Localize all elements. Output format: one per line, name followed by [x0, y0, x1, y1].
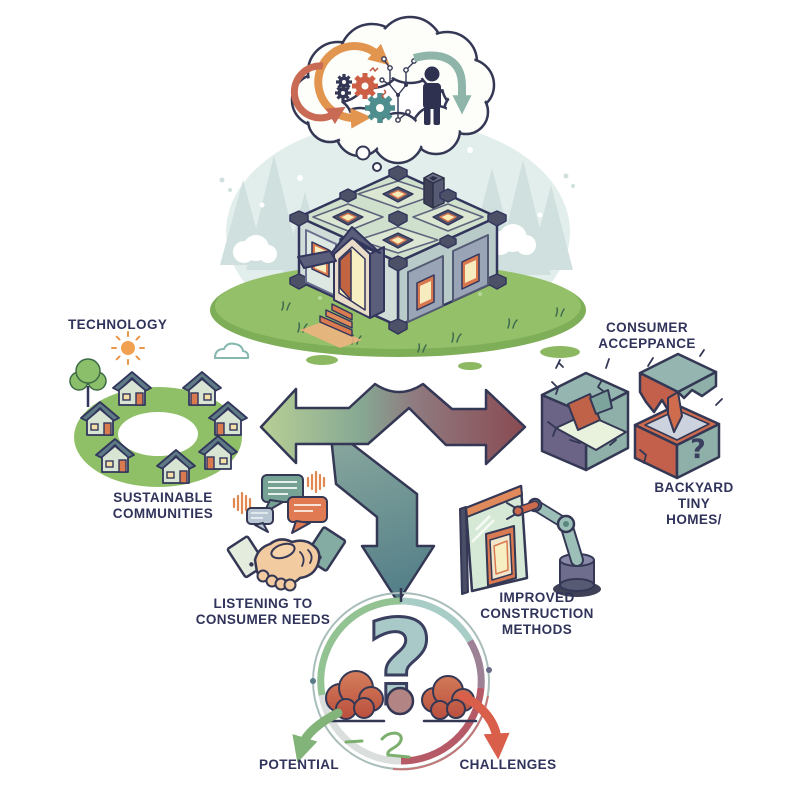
cloud-icon	[233, 224, 536, 263]
label-technology: TECHNOLOGY	[68, 317, 168, 332]
chimney	[423, 172, 445, 209]
down-arrow	[328, 425, 436, 604]
sun-icon	[111, 331, 145, 365]
speech-bubble-orange-icon	[287, 496, 328, 534]
label-improved-construction: IMPROVED CONSTRUCTION METHODS	[480, 590, 594, 638]
cloud-outline-icon	[213, 342, 250, 359]
tree-icon	[69, 358, 107, 407]
cube-question-mark: ?	[690, 434, 706, 465]
robot-arm-icon	[506, 497, 601, 597]
thought-bubble-dot	[372, 162, 382, 172]
thought-bubble-dot	[355, 145, 371, 161]
wall-panel-icon	[459, 484, 529, 595]
label-listening: LISTENING TO CONSUMER NEEDS	[195, 596, 331, 628]
cracked-structure-icon	[540, 358, 630, 472]
squiggle	[344, 739, 364, 744]
bushes-right-icon	[421, 675, 475, 720]
squiggle	[380, 731, 411, 759]
cycle-arrow-red-icon	[290, 62, 346, 125]
branching-arrows	[259, 382, 527, 604]
sustainable-community-icon	[69, 331, 250, 487]
label-sustainable-communities: SUSTAINABLE COMMUNITIES	[112, 490, 214, 522]
person-icon	[423, 66, 441, 125]
thought-cloud-icon	[290, 15, 496, 172]
sound-wave-icon	[232, 491, 252, 515]
potential-arrow-icon	[292, 708, 343, 763]
handshake-icon	[226, 526, 347, 592]
left-right-arrow	[259, 382, 527, 466]
question-dot	[385, 686, 415, 716]
flow-arrow-teal-icon	[413, 51, 472, 115]
modular-house-icon	[289, 165, 507, 348]
challenges-arrow-icon	[457, 691, 510, 760]
label-consumer-acceptance: CONSUMER ACCEPPANCE	[598, 320, 696, 352]
label-challenges: CHALLENGES	[459, 757, 557, 772]
construction-icon	[459, 484, 601, 597]
gears-icon	[335, 73, 395, 123]
question-circle-icon: ?	[292, 588, 510, 771]
label-potential: POTENTIAL	[258, 757, 340, 772]
speech-bubble-gray-icon	[246, 507, 274, 533]
question-cube-icon: ?	[633, 349, 723, 480]
sound-wave-icon	[306, 470, 326, 494]
label-backyard-tiny-homes: BACKYARD TINY HOMES/	[654, 480, 734, 528]
listening-icon	[226, 470, 347, 592]
porch	[297, 226, 385, 337]
